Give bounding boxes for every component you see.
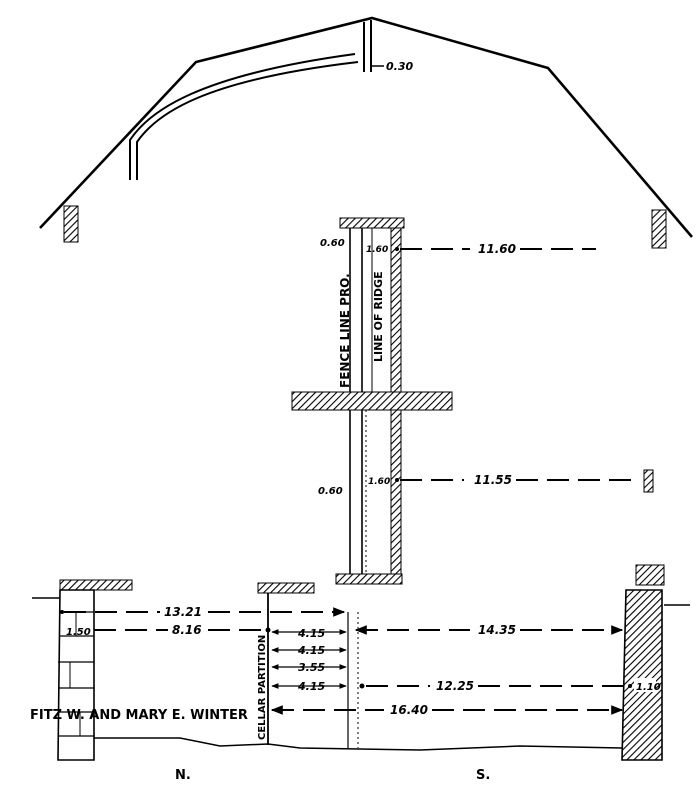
upper-plan: 0.60 1.60 11.60 FENCE LINE PRO. LINE OF …	[320, 217, 596, 393]
cellar-partition-label: CELLAR PARTITION	[257, 635, 268, 740]
middle-wall-offset: 1.60	[368, 477, 390, 487]
cellar-left-offset: 1.50	[66, 627, 91, 638]
roof-outline: 0.30	[39, 16, 693, 249]
right-foundation-wall	[621, 589, 663, 761]
fence-line-label: FENCE LINE PRO.	[338, 273, 352, 388]
cellar-left-distance: 8.16	[172, 623, 202, 637]
right-eave-wall	[651, 209, 667, 249]
line-of-ridge-label: LINE OF RIDGE	[372, 271, 385, 362]
cellar-mid-c: 3.55	[298, 661, 325, 674]
middle-plan: 0.60 1.60 11.55	[291, 391, 654, 585]
cellar-right-wall-offset: 1.10	[636, 682, 661, 693]
cellar-mid-a: 4.15	[297, 627, 325, 640]
cellar-mid-b: 4.15	[297, 644, 325, 657]
upper-distance: 11.60	[478, 242, 516, 256]
cellar-right-upper: 14.35	[478, 623, 516, 637]
left-eave-wall	[63, 205, 79, 243]
cellar-plan: CELLAR PARTITION 13.21 1.50 8.16 4.15 14…	[30, 564, 690, 783]
owner-label: FITZ W. AND MARY E. WINTER	[30, 708, 248, 723]
upper-wall-offset: 1.60	[366, 245, 388, 255]
north-label: N.	[175, 768, 191, 783]
cellar-bottom-span: 16.40	[390, 703, 428, 717]
cellar-mid-d: 4.15	[297, 680, 325, 693]
roof-overhang-label: 0.30	[386, 60, 413, 73]
middle-left-offset: 0.60	[318, 486, 343, 497]
middle-distance: 11.55	[474, 473, 512, 487]
upper-left-offset: 0.60	[320, 238, 345, 249]
cellar-top-span: 13.21	[164, 605, 202, 619]
cellar-right-lower: 12.25	[436, 679, 474, 693]
south-label: S.	[476, 768, 490, 783]
